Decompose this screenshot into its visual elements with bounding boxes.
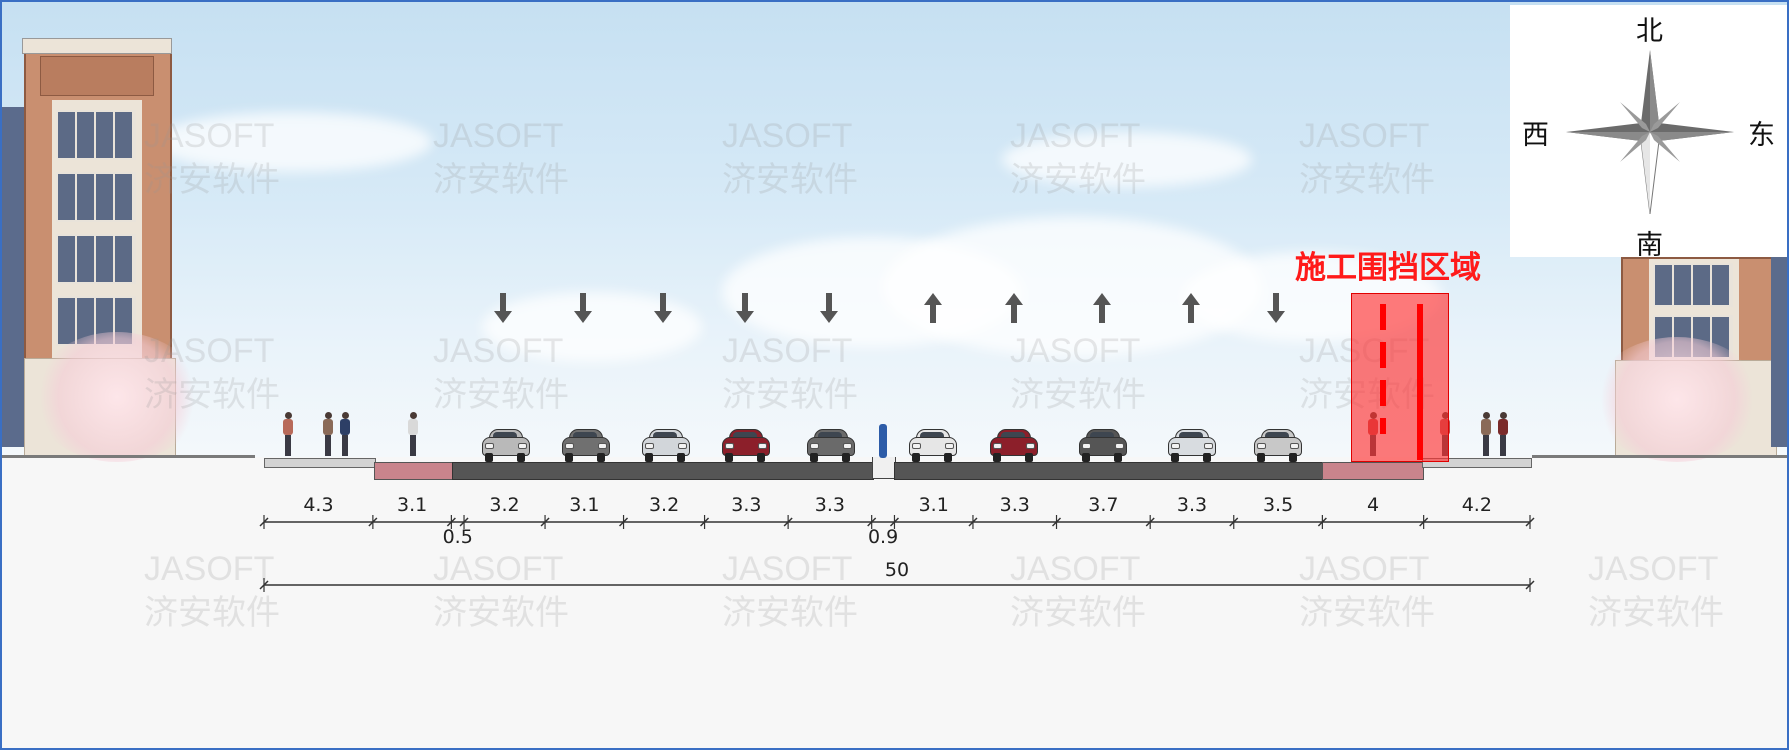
segment-width-label: 3.1 [569, 494, 600, 516]
car-icon [807, 428, 855, 462]
arrow-down-icon [736, 293, 754, 323]
segment-width-label: 3.2 [489, 494, 520, 516]
dimension-tick-slash [1229, 517, 1239, 527]
segment-width-label: 3.3 [999, 494, 1030, 516]
pedestrian-icon [322, 412, 334, 456]
arrow-down-icon [494, 293, 512, 323]
arrow-up-icon [1182, 293, 1200, 323]
compass-west-label: 西 [1522, 120, 1549, 151]
arrow-down-icon [654, 293, 672, 323]
car-icon [642, 428, 690, 462]
dimension-tick-slash [1317, 517, 1327, 527]
median-bollard [879, 424, 887, 458]
pedestrian-icon [282, 412, 294, 456]
cherry-tree [32, 332, 202, 462]
arrow-up-icon [1093, 293, 1111, 323]
ground-background [2, 457, 1787, 748]
segment-width-label: 3.3 [1176, 494, 1208, 516]
car-icon [722, 428, 770, 462]
segment-width-label: 3.1 [397, 494, 428, 516]
pedestrian-icon [407, 412, 419, 456]
car-icon [482, 428, 530, 462]
compass: 北 南 西 东 [1510, 5, 1787, 261]
dimension-tick-slash [259, 580, 269, 590]
car-icon [909, 428, 957, 462]
east-sidewalk [1422, 458, 1532, 468]
segment-width-label: 0.5 [442, 526, 473, 548]
compass-east-label: 东 [1748, 120, 1775, 151]
total-width-label: 50 [884, 559, 910, 581]
dimension-tick-slash [783, 517, 793, 527]
dimension-tick-slash [700, 517, 710, 527]
segment-width-label: 3.7 [1088, 494, 1119, 516]
dimension-tick-slash [1525, 517, 1535, 527]
pedestrian-icon [339, 412, 351, 456]
segment-width-label: 3.5 [1262, 494, 1294, 516]
dimension-tick-slash [619, 517, 629, 527]
car-icon [990, 428, 1038, 462]
segment-width-label: 4.3 [303, 494, 334, 516]
arrow-down-icon [820, 293, 838, 323]
dimension-tick-slash [259, 517, 269, 527]
construction-zone-area [1351, 293, 1449, 462]
pedestrian-icon [1497, 412, 1509, 456]
arrow-down-icon [1267, 293, 1285, 323]
dimension-tick-slash [459, 517, 469, 527]
segment-width-label: 3.1 [918, 494, 949, 516]
dimension-tick-slash [968, 517, 978, 527]
dimension-tick-slash [368, 517, 378, 527]
sky-background [2, 2, 1787, 457]
dimension-tick-slash [889, 517, 899, 527]
pedestrian-icon [1480, 412, 1492, 456]
compass-north-label: 北 [1636, 16, 1663, 47]
construction-zone-label: 施工围挡区域 [1295, 250, 1481, 286]
east-bike-lane [1322, 462, 1424, 480]
arrow-up-icon [924, 293, 942, 323]
cherry-tree [1592, 337, 1762, 462]
dimension-tick-slash [867, 517, 877, 527]
arrow-down-icon [574, 293, 592, 323]
segment-width-label: 4 [1366, 494, 1380, 516]
segment-width-label: 4.2 [1461, 494, 1492, 516]
segment-width-label: 3.2 [648, 494, 680, 516]
dimension-tick-slash [1525, 580, 1535, 590]
car-icon [1254, 428, 1302, 462]
segment-width-label: 3.3 [814, 494, 845, 516]
dimension-tick-slash [446, 517, 456, 527]
car-icon [562, 428, 610, 462]
arrow-up-icon [1005, 293, 1023, 323]
dimension-tick-slash [1051, 517, 1062, 527]
dimension-tick-slash [1145, 517, 1155, 527]
compass-rose-icon [1566, 50, 1734, 215]
segment-width-label: 0.9 [867, 526, 899, 548]
car-icon [1168, 428, 1216, 462]
dimension-tick-slash [540, 517, 550, 527]
segment-width-label: 3.3 [731, 494, 762, 516]
car-icon [1079, 428, 1127, 462]
compass-south-label: 南 [1636, 230, 1663, 261]
dimension-tick-slash [1419, 517, 1429, 527]
